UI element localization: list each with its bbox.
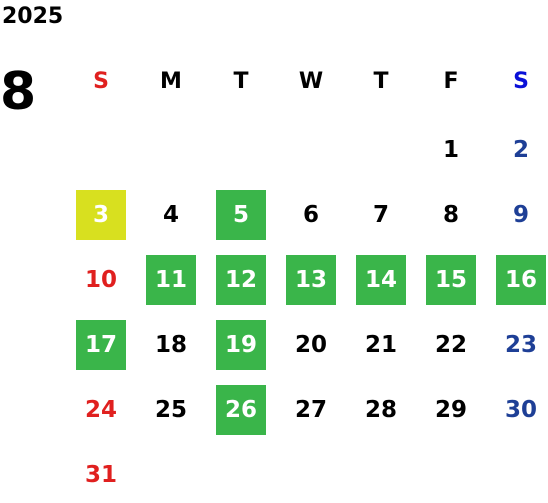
- day-cell[interactable]: 23: [504, 332, 537, 358]
- day-cell[interactable]: 24: [84, 397, 117, 423]
- day-cell[interactable]: 1: [442, 137, 459, 163]
- day-cell[interactable]: 22: [434, 332, 467, 358]
- day-cell[interactable]: 27: [294, 397, 327, 423]
- day-cell[interactable]: 10: [84, 267, 117, 293]
- day-cell[interactable]: 25: [154, 397, 187, 423]
- weekday-header: M: [160, 68, 182, 94]
- calendar-month: 8: [0, 62, 37, 122]
- day-cell[interactable]: 11: [146, 255, 196, 305]
- day-cell[interactable]: 13: [286, 255, 336, 305]
- day-cell[interactable]: 4: [162, 202, 179, 228]
- day-cell[interactable]: 19: [216, 320, 266, 370]
- day-cell[interactable]: 30: [504, 397, 537, 423]
- day-cell[interactable]: 2: [512, 137, 529, 163]
- weekday-header: T: [373, 68, 389, 94]
- day-cell[interactable]: 16: [496, 255, 546, 305]
- day-cell[interactable]: 17: [76, 320, 126, 370]
- day-cell[interactable]: 14: [356, 255, 406, 305]
- day-cell[interactable]: 6: [302, 202, 319, 228]
- day-cell[interactable]: 20: [294, 332, 327, 358]
- day-cell[interactable]: 7: [372, 202, 389, 228]
- weekday-header: T: [233, 68, 249, 94]
- weekday-header: S: [513, 68, 529, 94]
- day-cell[interactable]: 31: [84, 462, 117, 488]
- day-cell[interactable]: 9: [512, 202, 529, 228]
- day-cell[interactable]: 26: [216, 385, 266, 435]
- weekday-header: W: [298, 68, 324, 94]
- weekday-header: S: [93, 68, 109, 94]
- day-cell[interactable]: 15: [426, 255, 476, 305]
- day-cell[interactable]: 21: [364, 332, 397, 358]
- day-cell[interactable]: 28: [364, 397, 397, 423]
- day-cell[interactable]: 8: [442, 202, 459, 228]
- day-cell[interactable]: 29: [434, 397, 467, 423]
- day-cell[interactable]: 12: [216, 255, 266, 305]
- weekday-header: F: [443, 68, 459, 94]
- calendar-year: 2025: [2, 4, 64, 29]
- day-cell[interactable]: 18: [154, 332, 187, 358]
- day-cell[interactable]: 5: [216, 190, 266, 240]
- day-cell[interactable]: 3: [76, 190, 126, 240]
